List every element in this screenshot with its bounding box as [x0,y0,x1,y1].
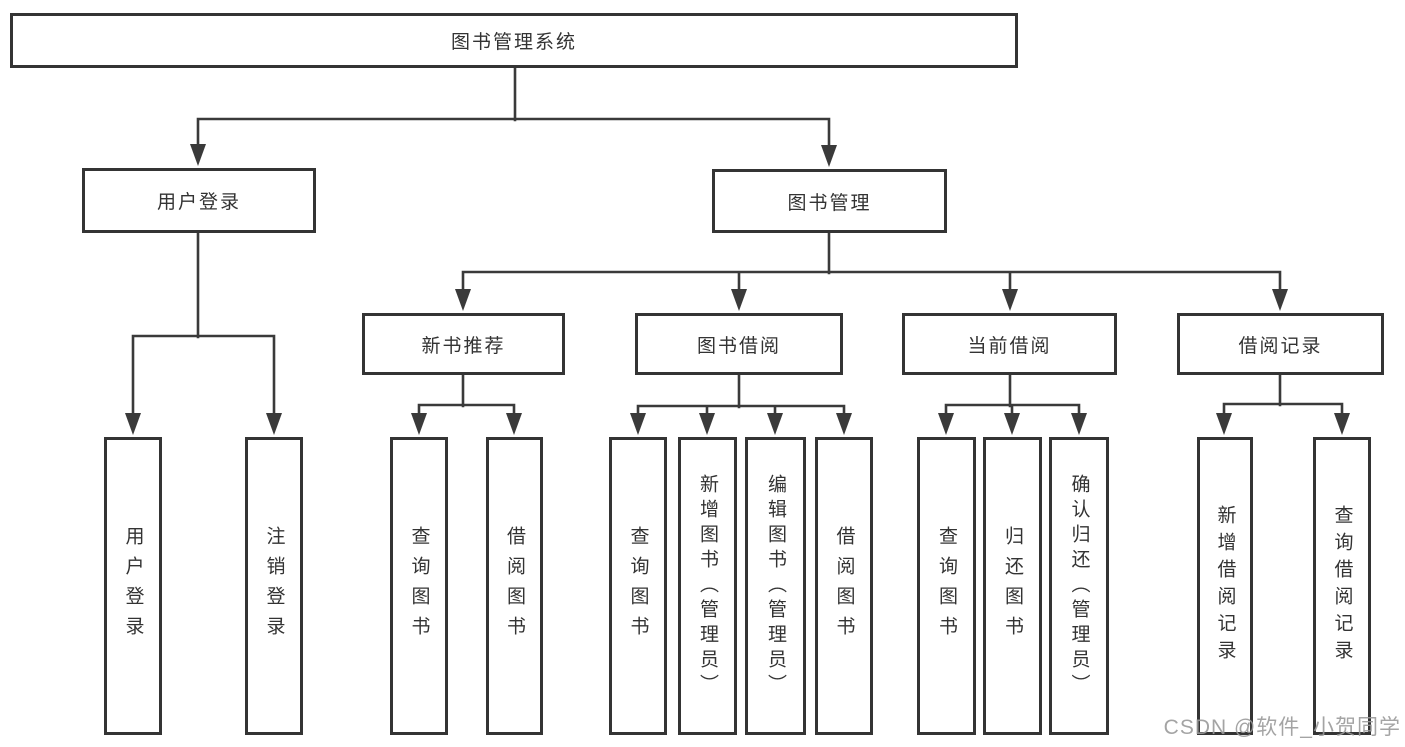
arrowhead [506,413,522,435]
arrowhead [821,145,837,167]
node-leaf-add-books-admin: 新增图书（管理员） [678,437,737,735]
node-new-book-recommendation: 新书推荐 [362,313,565,375]
connector-user-login [131,230,276,420]
node-label: 当前借阅 [967,335,1052,357]
node-label: 图书管理系统 [450,32,577,53]
node-leaf-query-books-borrow: 查询图书 [609,437,667,735]
connector-root [196,66,831,152]
node-label: 查询图书 [627,526,649,646]
node-label: 新书推荐 [421,335,506,357]
node-label: 查询借阅记录 [1331,505,1353,667]
node-leaf-query-books-current: 查询图书 [917,437,976,735]
connector-current-borrowing [944,372,1081,420]
arrowhead [455,289,471,311]
node-leaf-borrow-books-rec: 借阅图书 [486,437,543,735]
node-leaf-return-books: 归还图书 [983,437,1042,735]
node-label: 查询图书 [408,526,430,646]
arrowhead [1002,289,1018,311]
arrowhead [938,413,954,435]
node-leaf-add-borrow-record: 新增借阅记录 [1197,437,1253,735]
node-label: 用户登录 [122,526,144,646]
node-book-borrowing: 图书借阅 [635,313,843,375]
csdn-watermark: CSDN @软件_小贺同学 [1163,716,1401,739]
node-label: 新增图书（管理员） [697,473,718,699]
arrowhead [125,413,141,435]
node-label: 借阅图书 [504,526,525,646]
arrowhead [1272,289,1288,311]
node-library-management-system: 图书管理系统 [10,13,1018,68]
arrowhead [266,413,282,435]
connector-new-book-recommendation [417,372,516,420]
arrowhead [190,144,206,166]
connector-borrowing-records [1222,372,1344,420]
node-label: 图书借阅 [696,335,781,357]
arrowhead [731,289,747,311]
node-label: 注销登录 [263,526,285,646]
node-leaf-user-login: 用户登录 [104,437,162,735]
arrowhead [699,413,715,435]
node-leaf-edit-books-admin: 编辑图书（管理员） [745,437,806,735]
connector-book-management [461,230,1282,295]
node-label: 新增借阅记录 [1214,505,1236,667]
node-label: 图书管理 [787,192,872,214]
node-label: 归还图书 [1002,526,1023,646]
node-borrowing-records: 借阅记录 [1177,313,1384,375]
arrowhead [1334,413,1350,435]
arrowhead [836,413,852,435]
arrowhead [1216,413,1232,435]
node-leaf-query-borrow-record: 查询借阅记录 [1313,437,1371,735]
node-label: 查询图书 [936,526,957,646]
arrowhead [1004,413,1020,435]
arrowhead [767,413,783,435]
node-leaf-confirm-return-admin: 确认归还（管理员） [1049,437,1109,735]
node-label: 借阅图书 [833,526,855,646]
node-leaf-query-books-rec: 查询图书 [390,437,448,735]
arrowhead [630,413,646,435]
node-label: 用户登录 [156,192,241,213]
node-label: 借阅记录 [1238,335,1323,357]
node-leaf-logout: 注销登录 [245,437,303,735]
arrowhead [1071,413,1087,435]
arrowhead [411,413,427,435]
node-book-management: 图书管理 [712,169,947,233]
node-current-borrowing: 当前借阅 [902,313,1117,375]
node-label: 确认归还（管理员） [1068,473,1090,699]
node-label: 编辑图书（管理员） [765,473,786,699]
node-user-login-branch: 用户登录 [82,168,316,233]
connector-book-borrowing [636,372,846,420]
node-leaf-borrow-books-borrow: 借阅图书 [815,437,873,735]
